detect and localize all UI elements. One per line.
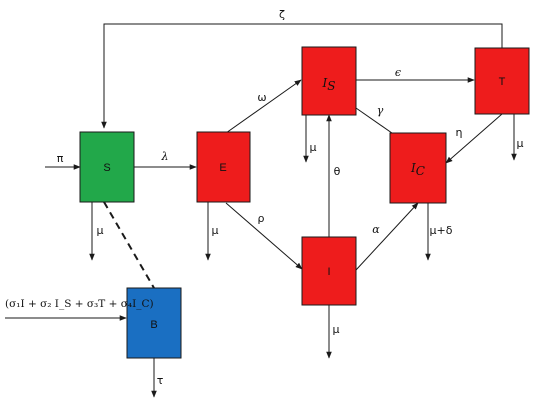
lambda-label: λ <box>161 150 169 163</box>
node-Is: IS <box>301 46 357 116</box>
node-I-box <box>301 236 357 306</box>
epsilon-label: ϵ <box>395 66 401 79</box>
node-Is-sub: S <box>327 79 335 93</box>
node-T: T <box>474 47 530 115</box>
omega-label: ω <box>257 91 266 104</box>
node-Is-main: I <box>322 76 328 90</box>
node-E-box <box>196 131 251 203</box>
node-S: S <box>79 131 135 203</box>
node-B-box <box>126 287 182 359</box>
node-S-box <box>79 131 135 203</box>
alpha-label: α <box>372 223 380 236</box>
mu-label-Is: μ <box>310 141 317 154</box>
mu-label-I: μ <box>333 323 340 336</box>
zeta-feedback-arrow <box>101 23 503 129</box>
node-S-label: S <box>103 162 110 174</box>
node-I-label: I <box>327 266 330 278</box>
node-Ic-main: I <box>410 161 416 175</box>
eta-arrow <box>445 113 503 164</box>
node-E-label: E <box>219 162 226 174</box>
shedding-formula: (σ₁I + σ₂ I_S + σ₃T + σ₄I_C) <box>5 298 154 310</box>
node-B-label: B <box>150 319 157 331</box>
zeta-label: ζ <box>279 8 285 21</box>
omega-arrow <box>225 79 302 134</box>
node-Is-label: IS <box>322 76 336 93</box>
mu-label-T: μ <box>517 137 524 150</box>
rho-arrow <box>225 202 303 270</box>
alpha-arrow <box>355 202 419 271</box>
rho-label: ρ <box>258 212 265 225</box>
mu-label-S: μ <box>97 224 104 237</box>
node-Ic: IC <box>389 132 447 204</box>
theta-label: θ <box>334 165 341 178</box>
node-Is-box <box>301 46 357 116</box>
node-Ic-label: IC <box>410 161 425 178</box>
node-T-box <box>474 47 530 115</box>
mu-delta-label: μ+δ <box>430 224 453 237</box>
node-B: B <box>126 287 182 359</box>
eta-label: η <box>456 126 463 139</box>
mu-label-E: μ <box>212 224 219 237</box>
pi-label: π <box>57 152 64 165</box>
node-I: I <box>301 236 357 306</box>
shedding-dashed-line <box>103 201 155 289</box>
node-T-label: T <box>499 76 506 88</box>
node-E: E <box>196 131 251 203</box>
node-Ic-box <box>389 132 447 204</box>
node-Ic-sub: C <box>416 164 425 178</box>
gamma-label: γ <box>377 104 384 117</box>
tau-label: τ <box>157 374 164 387</box>
